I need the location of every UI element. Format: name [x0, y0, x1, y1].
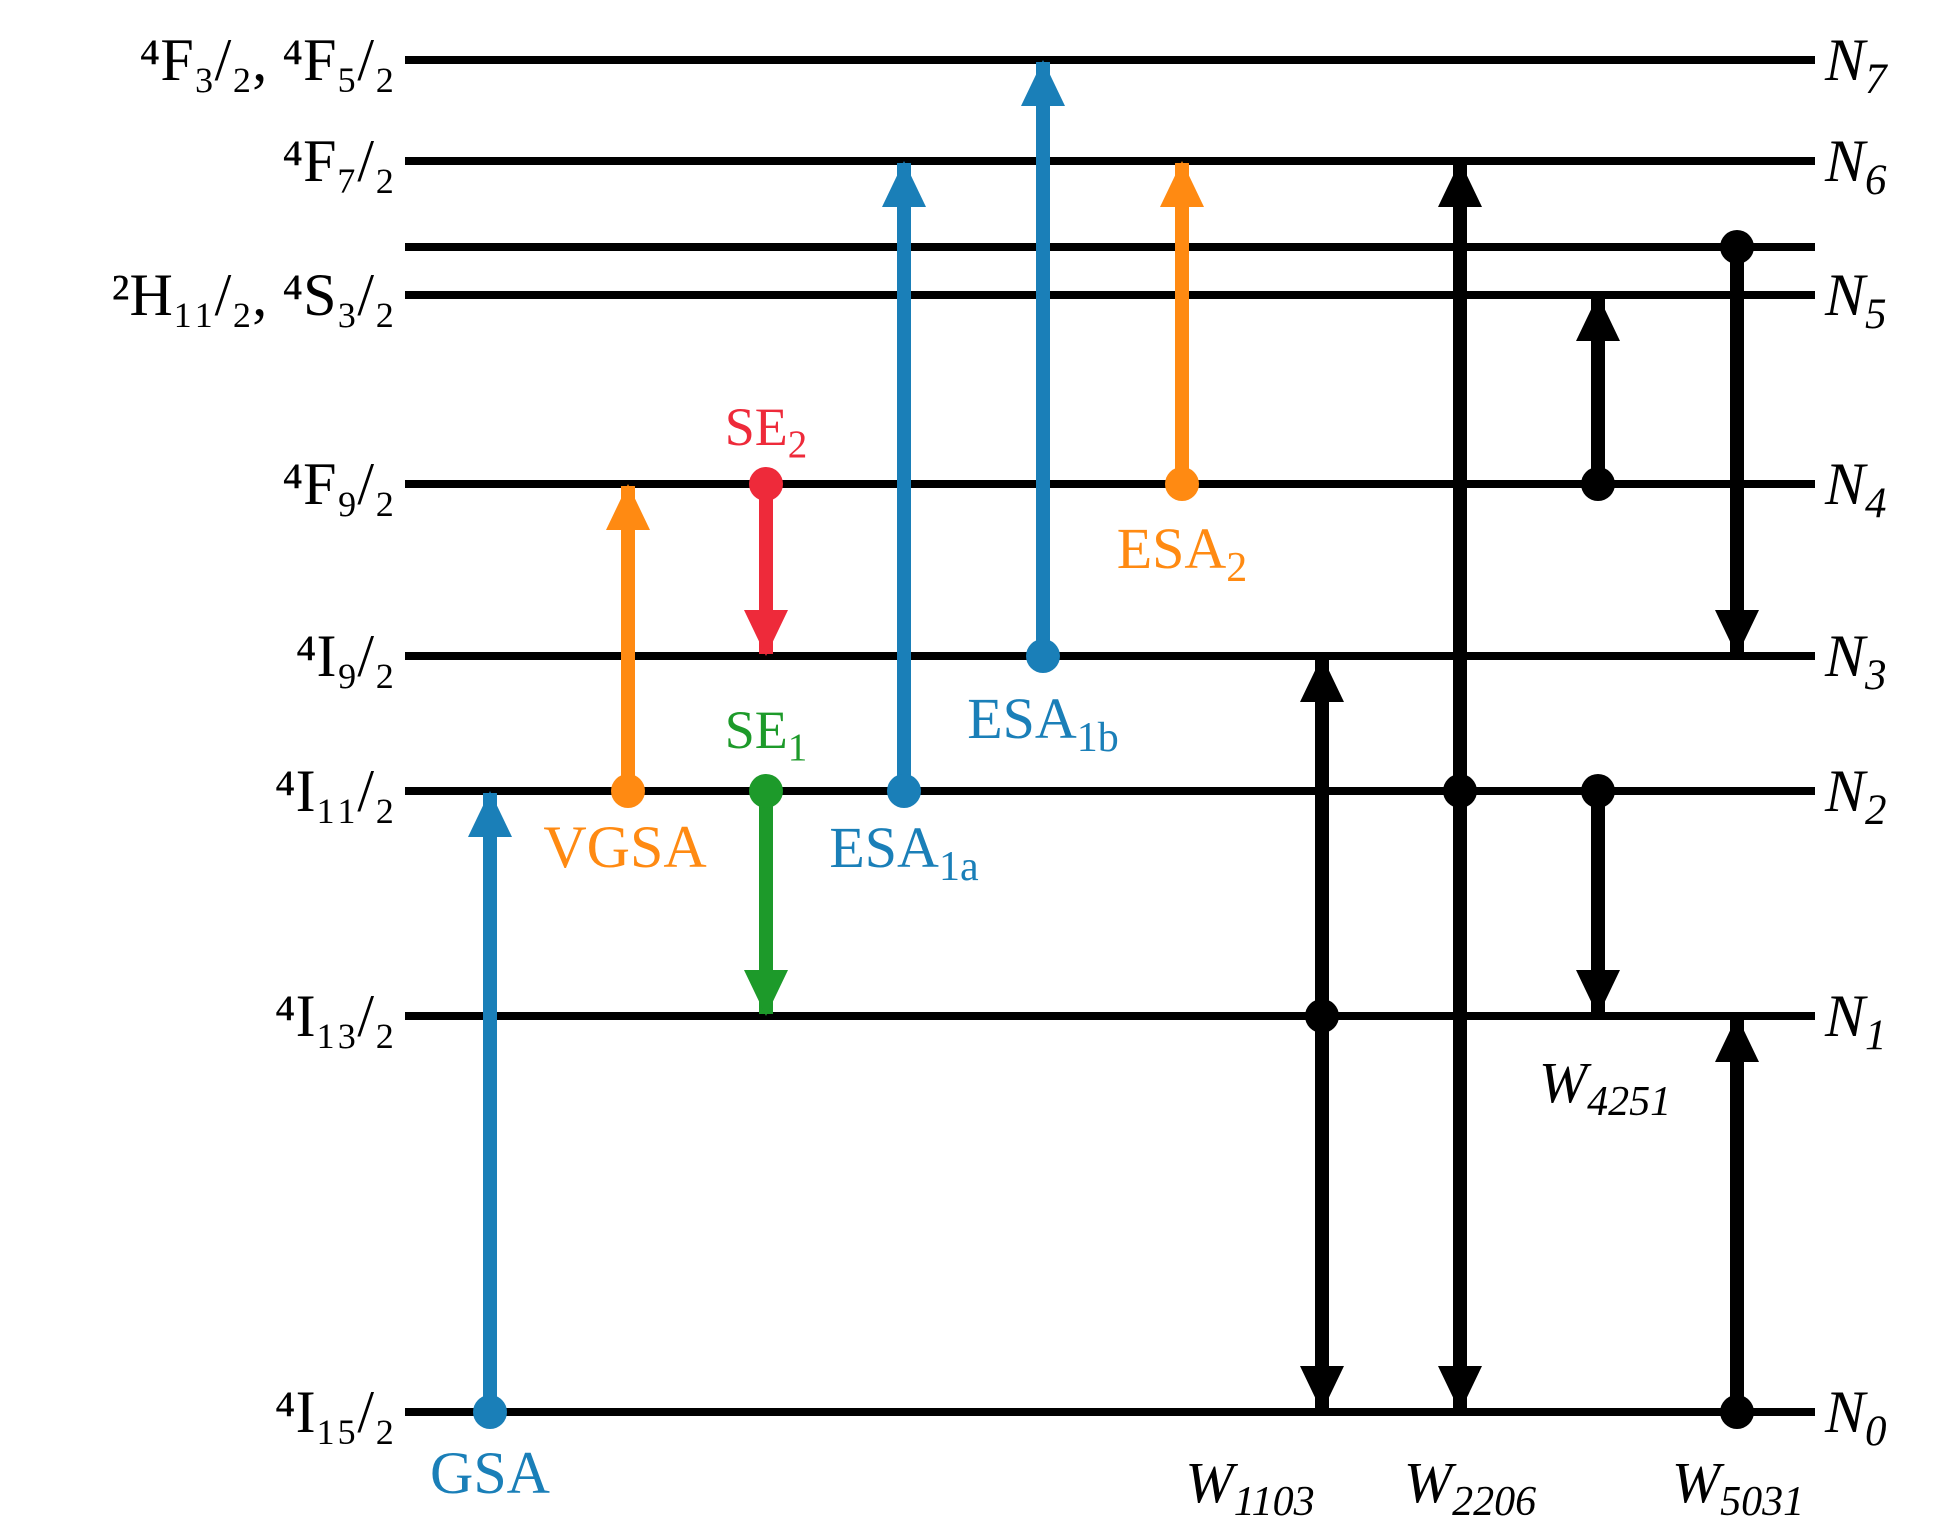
term-label-I13: ⁴I₁₃/₂	[275, 983, 395, 1049]
w4251-arrows	[1576, 295, 1620, 1016]
se1-label: SE1	[725, 700, 808, 769]
esa2-label: ESA2	[1117, 516, 1248, 591]
se1-arrow	[744, 774, 788, 1016]
term-label-I9: ⁴I₉/₂	[296, 623, 395, 689]
esa1a-label: ESA1a	[829, 815, 979, 890]
gsa-label: GSA	[430, 1440, 550, 1506]
se2-label: SE2	[725, 397, 808, 466]
pop-label-N6: N6	[1824, 128, 1887, 204]
gsa-arrow	[468, 791, 512, 1429]
w5031-arrows	[1715, 230, 1759, 1429]
term-label-F35: ⁴F₃/₂, ⁴F₅/₂	[139, 27, 395, 93]
w2206-label: W2206	[1404, 1450, 1536, 1525]
esa1b-arrow	[1021, 60, 1065, 673]
vgsa-arrow	[606, 484, 650, 808]
pop-label-N0: N0	[1824, 1379, 1887, 1455]
term-label-I15: ⁴I₁₅/₂	[275, 1379, 395, 1445]
pop-label-N3: N3	[1824, 623, 1887, 699]
esa2-arrow	[1160, 161, 1204, 501]
term-label-S32: ²H₁₁/₂, ⁴S₃/₂	[111, 262, 395, 328]
term-label-F7: ⁴F₇/₂	[282, 128, 395, 194]
w5031-label: W5031	[1672, 1450, 1804, 1525]
w4251-label: W4251	[1539, 1050, 1671, 1125]
term-label-F9: ⁴F₉/₂	[282, 451, 395, 517]
w1103-arrow	[1300, 656, 1344, 1412]
pop-label-N1: N1	[1824, 983, 1887, 1059]
term-label-I11: ⁴I₁₁/₂	[275, 758, 395, 824]
pop-label-N7: N7	[1824, 27, 1888, 103]
pop-label-N4: N4	[1824, 451, 1887, 527]
esa1a-arrow	[882, 161, 926, 808]
esa1b-label: ESA1b	[967, 686, 1119, 761]
vgsa-label: VGSA	[543, 814, 706, 880]
w2206-arrow	[1438, 161, 1482, 1412]
pop-label-N2: N2	[1824, 758, 1887, 834]
se2-arrow	[744, 467, 788, 656]
w1103-label: W1103	[1185, 1450, 1314, 1525]
pop-label-N5: N5	[1824, 262, 1887, 338]
